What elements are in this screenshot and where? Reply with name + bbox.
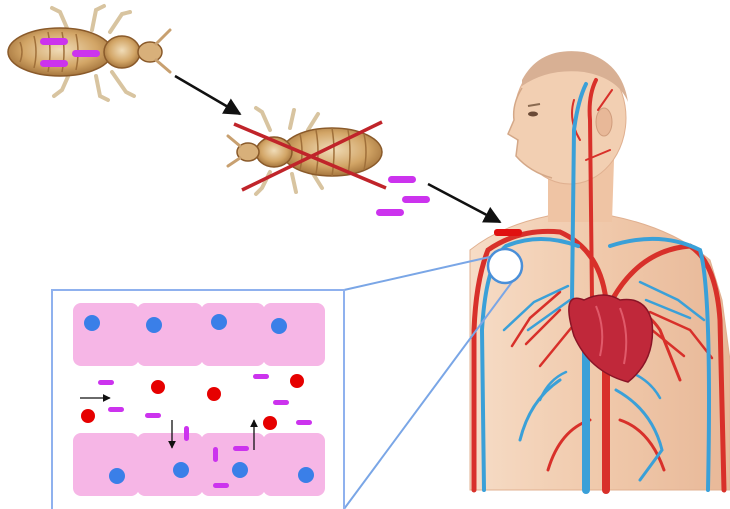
- blood-vessel-inset: [52, 290, 344, 509]
- nucleus: [211, 314, 227, 330]
- red-blood-cell: [151, 380, 165, 394]
- red-blood-cell: [207, 387, 221, 401]
- pathogen: [296, 420, 312, 425]
- red-blood-cell: [81, 409, 95, 423]
- pathogen: [376, 209, 404, 216]
- endothelial-cell: [263, 433, 325, 496]
- endothelial-cell: [137, 303, 203, 366]
- endothelial-cell: [137, 433, 203, 496]
- red-blood-cell: [290, 374, 304, 388]
- endothelial-cell: [73, 303, 139, 366]
- nucleus: [146, 317, 162, 333]
- pathogen: [233, 446, 249, 451]
- pathogen: [40, 60, 68, 67]
- pathogen: [213, 447, 218, 462]
- endothelial-cells-bottom: [73, 433, 325, 496]
- pathogen: [72, 50, 100, 57]
- pathogen: [213, 483, 229, 488]
- nucleus: [298, 467, 314, 483]
- bite-marker-icon: [494, 229, 522, 236]
- pathogen: [145, 413, 161, 418]
- nucleus: [84, 315, 100, 331]
- louse-icon: [228, 108, 382, 194]
- arrow-louse-to-crushed-louse: [175, 76, 240, 114]
- zoom-circle-icon: [488, 249, 522, 283]
- crushed-louse: [228, 108, 386, 194]
- pathogen: [40, 38, 68, 45]
- pathogen: [402, 196, 430, 203]
- pathogen: [273, 400, 289, 405]
- infected-louse: [8, 6, 170, 100]
- nucleus: [109, 468, 125, 484]
- pathogen: [253, 374, 269, 379]
- released-pathogens: [376, 176, 430, 216]
- red-blood-cell: [263, 416, 277, 430]
- endothelial-cell: [263, 303, 325, 366]
- pathogen: [388, 176, 416, 183]
- nucleus: [173, 462, 189, 478]
- endothelial-cell: [201, 433, 265, 496]
- arrow-pathogens-to-skin: [428, 184, 500, 222]
- endothelial-cell: [73, 433, 139, 496]
- nucleus: [271, 318, 287, 334]
- endothelial-cell: [201, 303, 265, 366]
- nucleus: [232, 462, 248, 478]
- pathogen: [98, 380, 114, 385]
- pathogen: [108, 407, 124, 412]
- pathogen: [184, 426, 189, 441]
- endothelial-cells-top: [73, 303, 325, 366]
